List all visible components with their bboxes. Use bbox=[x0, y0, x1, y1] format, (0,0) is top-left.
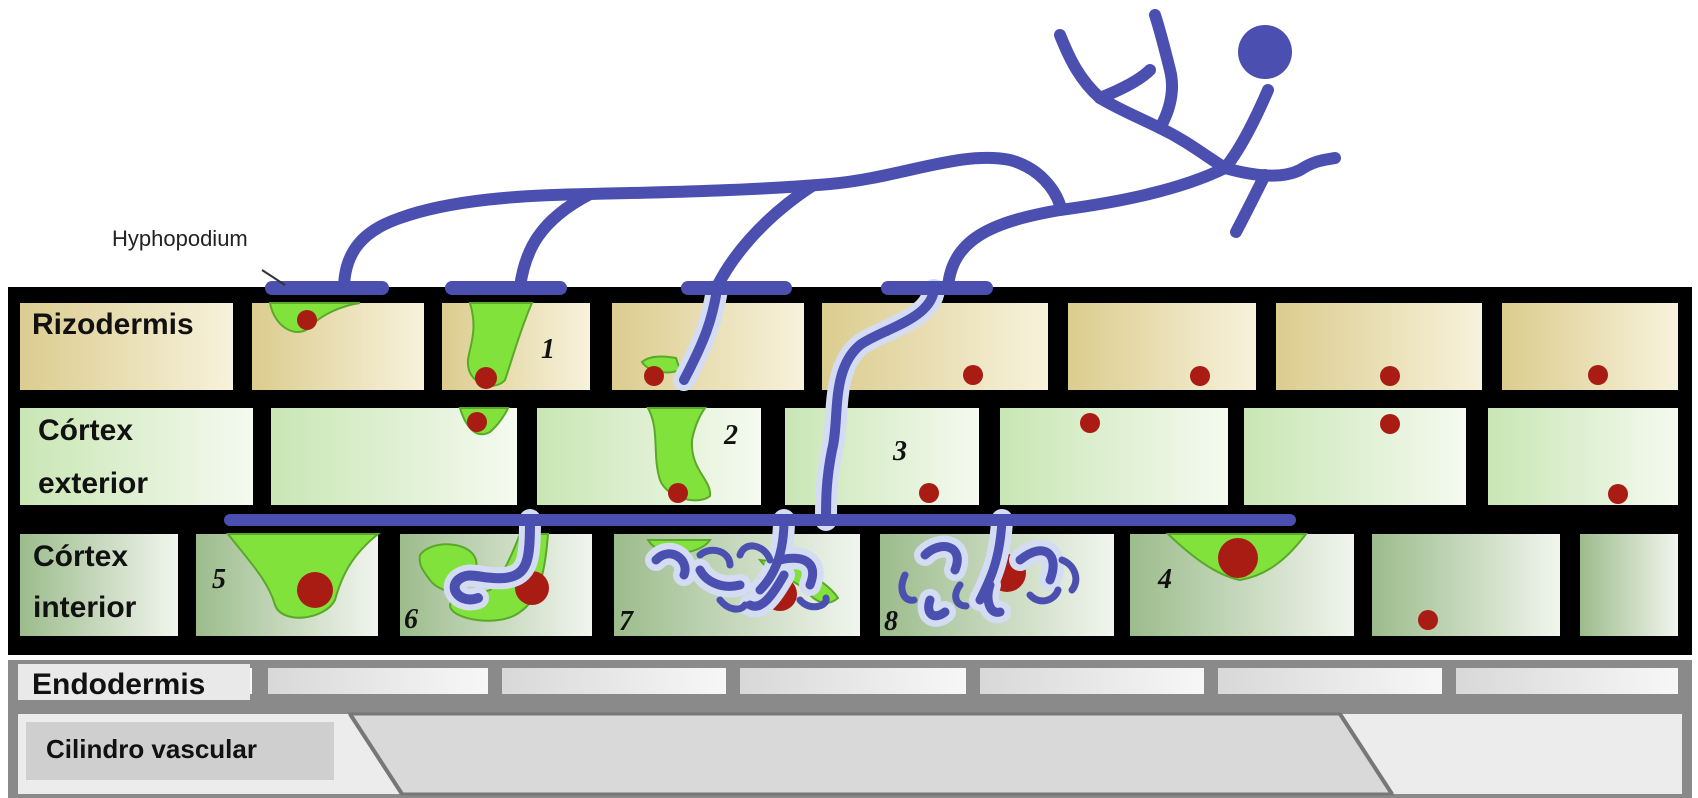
endodermis bbox=[8, 660, 1692, 706]
cell bbox=[1456, 668, 1678, 694]
stage-number: 2 bbox=[723, 420, 738, 451]
nucleus bbox=[297, 572, 333, 608]
layer-label-cortex-exterior-2: exterior bbox=[38, 467, 148, 500]
stage-number: 1 bbox=[541, 334, 555, 365]
stage-number: 5 bbox=[212, 564, 226, 595]
cell bbox=[1244, 408, 1466, 505]
cell bbox=[1068, 303, 1256, 390]
nucleus bbox=[1380, 414, 1400, 434]
cell bbox=[1580, 534, 1678, 636]
nucleus bbox=[919, 483, 939, 503]
stage-number: 4 bbox=[1157, 564, 1172, 595]
cell bbox=[1372, 534, 1560, 636]
nucleus bbox=[668, 483, 688, 503]
nucleus bbox=[297, 310, 317, 330]
cell bbox=[1000, 408, 1228, 505]
stage-number: 8 bbox=[884, 606, 898, 637]
hyphopodium-label: Hyphopodium bbox=[112, 226, 248, 251]
cell bbox=[740, 668, 966, 694]
layer-label-endodermis: Endodermis bbox=[32, 668, 205, 701]
stage-number: 6 bbox=[404, 604, 418, 635]
cell bbox=[1276, 303, 1482, 390]
layer-label-cortex-interior-1: Córtex bbox=[33, 540, 128, 573]
nucleus bbox=[1380, 366, 1400, 386]
nucleus bbox=[467, 412, 487, 432]
nucleus bbox=[1190, 366, 1210, 386]
fungal-spore bbox=[1238, 25, 1292, 79]
nucleus bbox=[963, 365, 983, 385]
cell bbox=[268, 668, 488, 694]
nucleus bbox=[1608, 484, 1628, 504]
cell bbox=[1488, 408, 1678, 505]
cell bbox=[1218, 668, 1442, 694]
layer-label-rizodermis: Rizodermis bbox=[32, 308, 194, 341]
cell bbox=[980, 668, 1204, 694]
layer-label-cortex-exterior-1: Córtex bbox=[38, 414, 133, 447]
stage-number: 7 bbox=[619, 606, 634, 637]
nucleus bbox=[1588, 365, 1608, 385]
nucleus bbox=[1418, 610, 1438, 630]
nucleus bbox=[1080, 413, 1100, 433]
nucleus bbox=[1218, 538, 1258, 578]
cell bbox=[502, 668, 726, 694]
nucleus bbox=[644, 366, 664, 386]
layer-label-cortex-interior-2: interior bbox=[33, 591, 137, 624]
stage-number: 3 bbox=[892, 436, 907, 467]
layer-label-cilindro-vascular: Cilindro vascular bbox=[46, 734, 257, 764]
nucleus bbox=[475, 367, 497, 389]
cell bbox=[785, 408, 979, 505]
